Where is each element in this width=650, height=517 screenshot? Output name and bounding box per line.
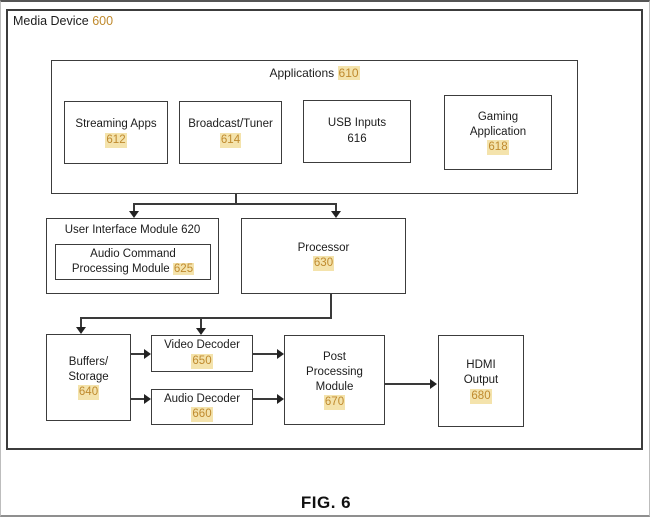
ref-660: 660 (191, 407, 213, 423)
arrowhead-right-video (144, 349, 151, 359)
audio-decoder-label: Audio Decoder (163, 392, 241, 405)
hdmi-label-line1: HDMI (466, 359, 496, 372)
ref-625: 625 (172, 263, 195, 275)
box-audio-command-processing: Audio Command Processing Module 625 (55, 244, 211, 280)
gaming-label-line1: Gaming (477, 110, 519, 123)
arrow-buffers-to-video (131, 353, 145, 355)
arrowhead-down-uim (129, 211, 139, 218)
arrowhead-right-hdmi (430, 379, 437, 389)
arrow-audio-to-post (253, 398, 278, 400)
ref-618: 618 (487, 140, 509, 156)
figure-caption: FIG. 6 (300, 493, 352, 512)
video-decoder-label: Video Decoder (164, 339, 240, 352)
box-applications (51, 60, 578, 194)
frame-label: Media Device 600 (13, 14, 113, 28)
broadcast-tuner-label: Broadcast/Tuner (188, 118, 273, 131)
arrowhead-down-processor (331, 211, 341, 218)
ref-620: 620 (181, 224, 201, 236)
ref-630: 630 (312, 256, 335, 272)
box-audio-decoder: Audio Decoder 660 (151, 389, 253, 425)
connector-apps-to-processor (335, 203, 337, 212)
arrowhead-down-buffers (76, 327, 86, 334)
gaming-label-line2: Application (469, 125, 527, 138)
post-label-line2: Processing (306, 365, 363, 378)
ref-612: 612 (105, 132, 127, 148)
box-video-decoder: Video Decoder 650 (151, 335, 253, 372)
box-processor: Processor 630 (241, 218, 406, 294)
applications-title-text: Applications (269, 66, 335, 80)
connector-apps-branch (133, 203, 337, 205)
uim-title: User Interface Module 620 (65, 223, 201, 238)
arrowhead-right-post-audio (277, 394, 284, 404)
connector-apps-to-uim (133, 203, 135, 212)
box-usb-inputs: USB Inputs 616 (303, 100, 411, 163)
ref-680: 680 (470, 388, 492, 404)
post-label-line1: Post (322, 350, 346, 363)
acp-label-line1: Audio Command (90, 247, 176, 260)
usb-inputs-label: USB Inputs (327, 117, 387, 130)
ref-670: 670 (323, 395, 346, 411)
frame-ref: 600 (92, 14, 114, 28)
streaming-apps-label: Streaming Apps (75, 118, 157, 131)
ref-650: 650 (191, 353, 213, 369)
connector-apps-stem (235, 194, 237, 205)
post-label-line3: Module (315, 381, 354, 393)
connector-to-video-decoder (200, 317, 202, 328)
ref-616: 616 (347, 132, 367, 145)
buffers-label-line2: Storage (68, 370, 109, 383)
arrow-buffers-to-audio (131, 398, 145, 400)
arrowhead-right-post-video (277, 349, 284, 359)
connector-processor-stem (330, 294, 332, 319)
box-post-processing-module: Post Processing Module 670 (284, 335, 385, 425)
connector-to-buffers (80, 317, 82, 327)
ref-610: 610 (337, 66, 360, 80)
acp-label-line2-text: Processing Module (71, 263, 170, 275)
box-gaming-application: Gaming Application 618 (444, 95, 552, 170)
buffers-label-line1: Buffers/ (68, 355, 109, 368)
frame-label-text: Media Device (13, 14, 89, 28)
box-broadcast-tuner: Broadcast/Tuner 614 (179, 101, 282, 164)
acp-label-line2: Processing Module 625 (71, 262, 195, 277)
arrow-post-to-hdmi (385, 383, 431, 385)
ref-640: 640 (77, 385, 100, 401)
uim-title-text: User Interface Module (64, 224, 178, 236)
box-buffers-storage: Buffers/ Storage 640 (46, 334, 131, 421)
box-streaming-apps: Streaming Apps 612 (64, 101, 168, 164)
connector-processor-branch (80, 317, 332, 319)
ref-614: 614 (219, 132, 242, 148)
arrow-video-to-post (253, 353, 278, 355)
applications-title: Applications 610 (51, 66, 578, 80)
processor-label: Processor (297, 241, 350, 254)
hdmi-label-line2: Output (463, 374, 499, 387)
arrowhead-right-audio (144, 394, 151, 404)
box-hdmi-output: HDMI Output 680 (438, 335, 524, 427)
arrowhead-down-video-decoder (196, 328, 206, 335)
